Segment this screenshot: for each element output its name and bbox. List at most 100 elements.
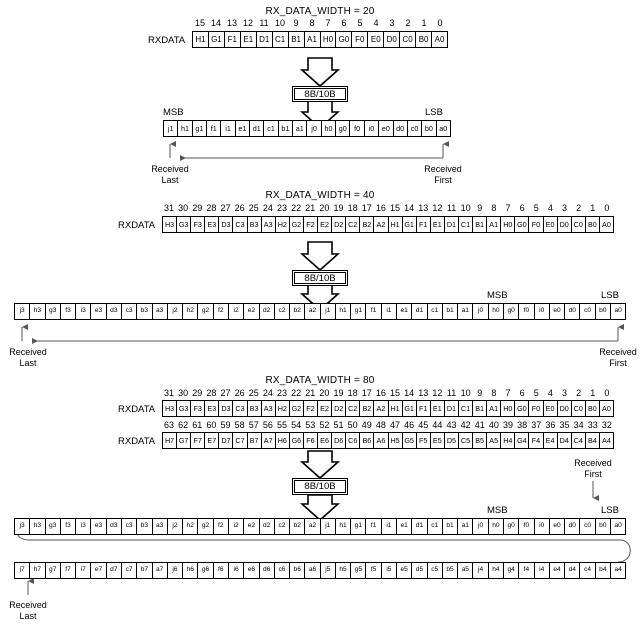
data-cell: g3 [46, 304, 61, 319]
data-cell: f3 [61, 519, 77, 534]
data-cell: a0 [614, 307, 622, 315]
data-cell: B0 [586, 401, 600, 416]
data-cell: i1 [382, 304, 398, 319]
data-cell: D1 [445, 401, 459, 416]
data-cell: f6 [214, 563, 229, 578]
data-cell: D1 [257, 32, 273, 47]
data-cell: g1 [193, 121, 208, 136]
bit-index: 24 [262, 388, 273, 398]
data-cell: d4 [565, 563, 581, 578]
data-cell: i0 [535, 519, 550, 534]
bit-index: 14 [210, 18, 221, 28]
bit-index: 5 [533, 388, 539, 398]
data-cell: g1 [351, 519, 367, 534]
bit-index: 7 [505, 203, 511, 213]
block-arrow-20-in [299, 57, 341, 88]
data-cell: d0 [394, 121, 408, 136]
data-cell: C0 [400, 32, 417, 47]
data-cell: j5 [321, 563, 336, 578]
data-cell: i1 [382, 519, 398, 534]
data-cell: H1 [193, 32, 209, 47]
data-cell: h5 [336, 563, 352, 578]
data-cell: f5 [366, 563, 382, 578]
data-cell: F1 [417, 401, 431, 416]
data-cell: g4 [504, 563, 520, 578]
received-last-caption-80: Received Last [0, 600, 68, 621]
data-cell: B5 [473, 433, 488, 448]
data-cell: i6 [229, 563, 245, 578]
data-cell: b1 [279, 121, 294, 136]
data-cell: H3 [163, 401, 178, 416]
bit-index: 2 [576, 203, 582, 213]
data-cell: A3 [262, 217, 276, 232]
received-last-line2: Last [19, 610, 37, 621]
bit-index: 4 [547, 203, 553, 213]
data-cell: H0 [501, 401, 516, 416]
bit-index: 39 [503, 420, 514, 430]
bit-index: 21 [305, 388, 316, 398]
data-cell: j2 [168, 304, 184, 319]
data-cell: g0 [504, 304, 520, 319]
data-cell: E1 [431, 217, 445, 232]
data-cell: h6 [183, 563, 199, 578]
data-cell: d3 [107, 519, 122, 534]
data-cell: h2 [183, 304, 199, 319]
data-cell: f2 [214, 519, 229, 534]
bit-index: 3 [562, 388, 568, 398]
data-cell: H7 [163, 433, 178, 448]
data-cell: C6 [346, 433, 361, 448]
data-cell: e0 [550, 304, 566, 319]
data-cell: b2 [290, 304, 306, 319]
bit-index: 5 [533, 203, 539, 213]
data-cell: h0 [322, 121, 337, 136]
data-cell: A4 [602, 435, 611, 445]
data-cell: B3 [248, 217, 262, 232]
data-cell: g3 [46, 519, 61, 534]
section-80-title: RX_DATA_WIDTH = 80 [265, 375, 375, 386]
codec-block-20: 8B/10B [292, 86, 348, 102]
data-cell: i3 [76, 519, 92, 534]
data-cell: G0 [336, 32, 353, 47]
bit-index: 31 [164, 203, 175, 213]
bit-index: 4 [547, 388, 553, 398]
data-cell: G3 [177, 217, 192, 232]
bit-index: 28 [206, 388, 217, 398]
bit-index: 2 [576, 388, 582, 398]
data-cell: f1 [207, 121, 222, 136]
msb-label-80: MSB [487, 505, 508, 516]
data-cell: g5 [351, 563, 367, 578]
data-cell: c1 [264, 121, 279, 136]
data-cell: d1 [250, 121, 265, 136]
data-cell: j2 [168, 519, 184, 534]
data-cell: c2 [275, 304, 291, 319]
data-cell: F0 [529, 217, 544, 232]
data-cell: j3 [15, 304, 31, 319]
data-cell: e2 [244, 519, 260, 534]
bit-index: 14 [404, 203, 415, 213]
bit-index: 45 [418, 420, 429, 430]
bit-index: 27 [220, 203, 231, 213]
data-cell: c0 [580, 519, 596, 534]
bit-index: 60 [206, 420, 217, 430]
data-cell: E1 [431, 401, 445, 416]
data-cell: G2 [290, 217, 304, 232]
data-cell: A7 [262, 433, 276, 448]
lsb-label-40: LSB [601, 290, 619, 301]
data-cell: e6 [244, 563, 260, 578]
bit-index: 22 [291, 388, 302, 398]
codec-block-80: 8B/10B [292, 478, 348, 495]
bit-index: 40 [488, 420, 499, 430]
bit-index: 15 [390, 203, 401, 213]
data-cell: h0 [489, 304, 504, 319]
received-last-line2: Last [161, 174, 179, 185]
data-cell: e1 [397, 304, 413, 319]
codec-block-40: 8B/10B [292, 270, 348, 286]
data-cell: F1 [225, 32, 241, 47]
bit-index: 23 [277, 388, 288, 398]
data-cell: c4 [580, 563, 596, 578]
data-cell: H2 [276, 217, 290, 232]
data-cell: b1 [443, 519, 459, 534]
data-cell: G3 [177, 401, 192, 416]
